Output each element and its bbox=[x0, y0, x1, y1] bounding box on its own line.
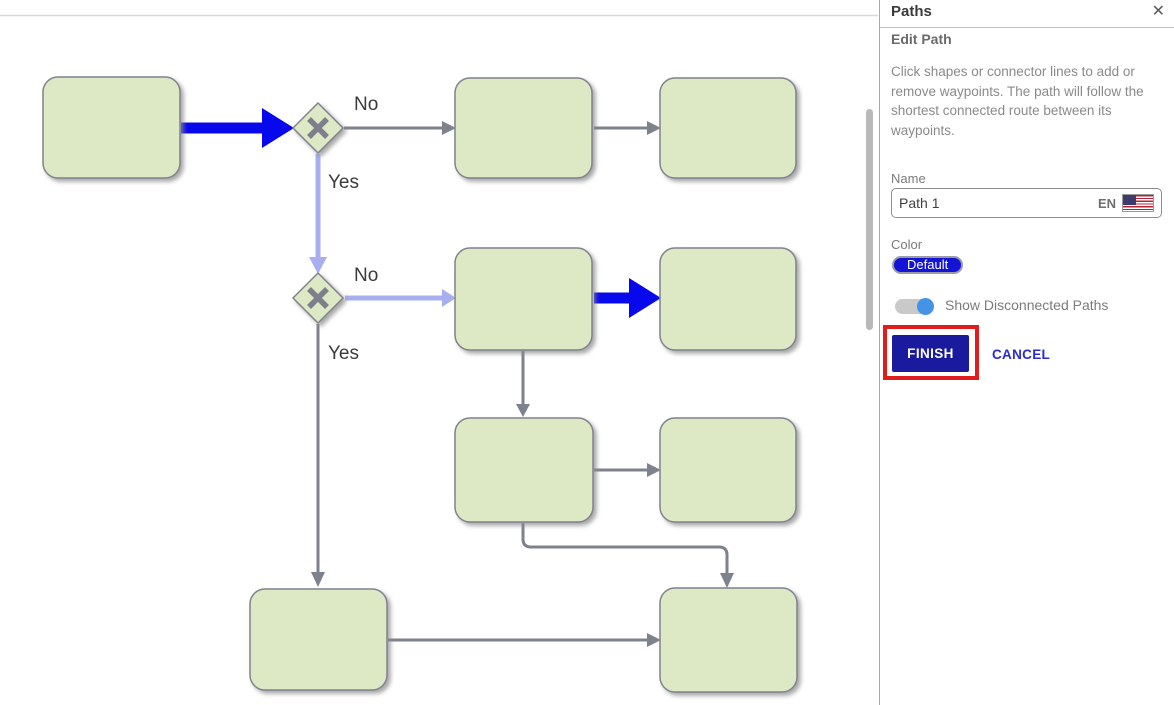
connector-d1-no[interactable] bbox=[344, 121, 456, 135]
connector-d2-no-highlight[interactable] bbox=[345, 289, 456, 307]
process-box-b1[interactable] bbox=[454, 77, 593, 179]
x-icon bbox=[307, 287, 329, 309]
canvas-scrollbar[interactable] bbox=[866, 109, 873, 330]
instructions-text: Click shapes or connector lines to add o… bbox=[891, 64, 1144, 138]
color-field-label: Color bbox=[891, 237, 923, 252]
label-d1-no: No bbox=[354, 94, 378, 115]
show-disconnected-toggle[interactable] bbox=[895, 298, 934, 315]
process-box-a1[interactable] bbox=[42, 76, 181, 179]
process-box-b3[interactable] bbox=[454, 417, 594, 523]
process-nodes bbox=[42, 76, 798, 693]
connector-b1-c1[interactable] bbox=[594, 121, 661, 135]
connector-d1-yes-highlight[interactable] bbox=[309, 154, 327, 274]
connector-a4-c4[interactable] bbox=[388, 633, 661, 647]
name-field-label: Name bbox=[891, 171, 926, 186]
panel-title: Paths bbox=[891, 3, 932, 20]
language-code-label: EN bbox=[1097, 195, 1116, 211]
decision-nodes bbox=[291, 101, 345, 325]
finish-button[interactable]: FINISH bbox=[892, 335, 969, 372]
red-highlight-annotation bbox=[883, 325, 979, 380]
edit-path-heading: Edit Path bbox=[891, 31, 952, 47]
connector-d2-yes[interactable] bbox=[311, 324, 325, 587]
decision-diamond-1[interactable] bbox=[291, 101, 345, 155]
process-box-c2[interactable] bbox=[659, 247, 797, 351]
connector-b3-c3[interactable] bbox=[594, 463, 661, 477]
process-box-c1[interactable] bbox=[659, 77, 797, 179]
connector-path-blue-2[interactable] bbox=[594, 278, 661, 318]
cancel-button[interactable]: CANCEL bbox=[992, 347, 1051, 362]
process-box-c3[interactable] bbox=[659, 417, 797, 523]
label-d1-yes: Yes bbox=[328, 172, 359, 193]
x-icon bbox=[307, 117, 329, 139]
name-input-wrap: EN bbox=[891, 188, 1162, 218]
label-d2-no: No bbox=[354, 265, 378, 286]
flowchart: No Yes No Yes bbox=[0, 14, 878, 693]
connector-b2-b3[interactable] bbox=[516, 351, 530, 417]
toggle-label: Show Disconnected Paths bbox=[945, 297, 1109, 313]
us-flag-icon[interactable] bbox=[1122, 194, 1154, 212]
process-box-a4[interactable] bbox=[249, 588, 388, 691]
label-d2-yes: Yes bbox=[328, 343, 359, 364]
decision-diamond-2[interactable] bbox=[291, 271, 345, 325]
process-box-c4[interactable] bbox=[659, 587, 798, 693]
name-input[interactable] bbox=[899, 195, 1098, 211]
header-divider bbox=[880, 27, 1174, 28]
connector-b3-c4[interactable] bbox=[521, 523, 734, 588]
diagram-canvas[interactable]: No Yes No Yes bbox=[0, 0, 878, 705]
connectors bbox=[181, 108, 734, 647]
color-default-pill[interactable]: Default bbox=[892, 256, 964, 274]
connector-labels: No Yes No Yes bbox=[328, 94, 378, 364]
connector-path-blue-1[interactable] bbox=[181, 108, 294, 148]
toggle-knob bbox=[917, 298, 934, 315]
close-icon[interactable]: ✕ bbox=[1151, 3, 1165, 20]
process-box-b2[interactable] bbox=[454, 247, 593, 351]
paths-panel: Paths ✕ Edit Path Click shapes or connec… bbox=[879, 0, 1174, 705]
